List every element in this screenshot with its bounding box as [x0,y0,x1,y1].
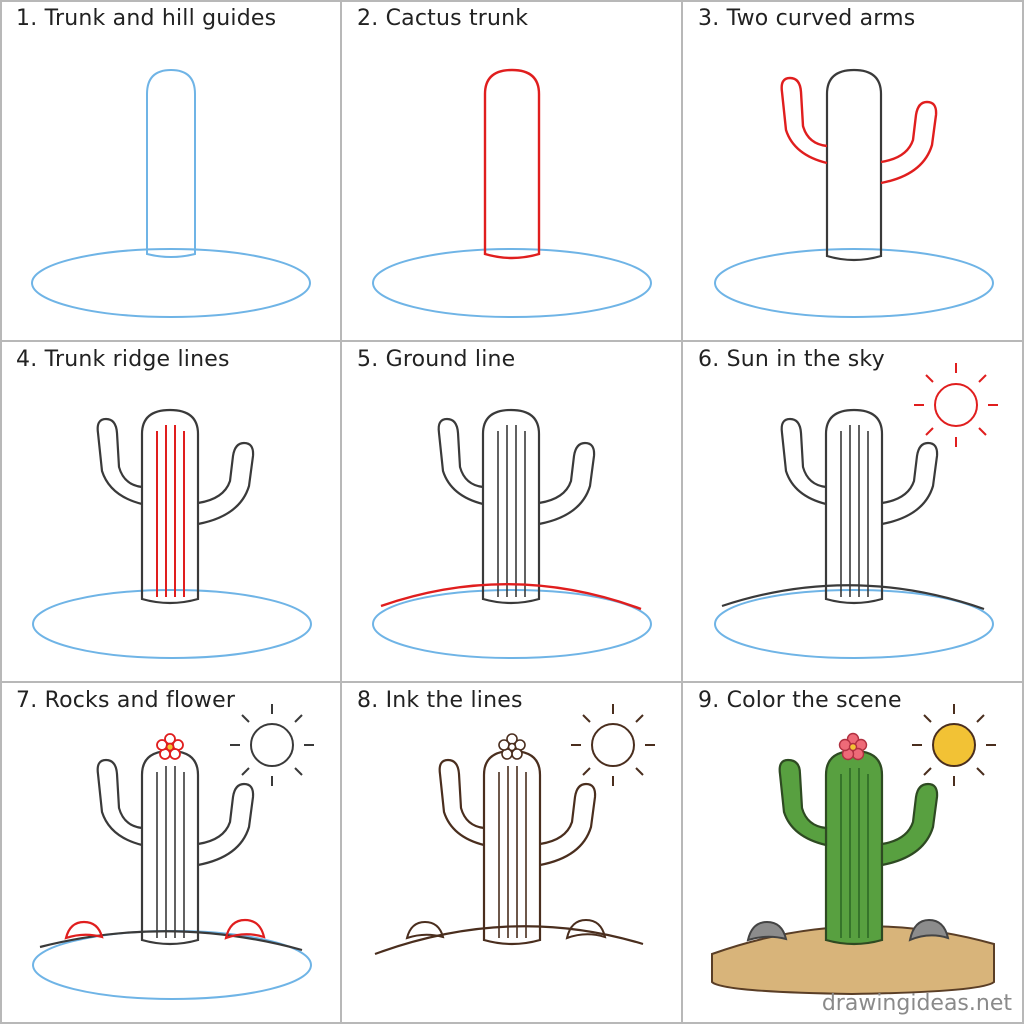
trunk-ridge-lines [497,425,526,597]
rock-icon [746,920,788,942]
trunk-ridge-lines [156,766,185,938]
cactus-trunk [825,68,883,262]
step-panel-3: 3. Two curved arms [682,0,1023,341]
trunk-ridge-lines [156,425,185,597]
step-panel-2: 2. Cactus trunk [341,0,682,341]
step-title-3: 3. Two curved arms [698,6,916,31]
step-2-drawing [372,68,652,318]
cactus-trunk [824,749,884,946]
step-panel-8: 8. Ink the lines [341,682,682,1023]
cactus-trunk [140,408,200,605]
step-panel-1: 1. Trunk and hill guides [0,0,341,341]
flower-icon [156,733,184,760]
step-panel-9: 9. Color the scene [682,682,1023,1023]
rock-icon [224,918,266,940]
step-title-6: 6. Sun in the sky [698,347,885,372]
cactus-trunk [824,408,884,605]
step-title-7: 7. Rocks and flower [16,688,236,713]
rock-icon [405,920,445,940]
step-1-drawing [31,68,311,318]
left-arm [780,417,827,506]
step-8-drawing [374,704,655,956]
step-title-1: 1. Trunk and hill guides [16,6,277,31]
left-arm [778,758,828,847]
right-arm [880,100,938,185]
left-arm [438,758,485,847]
cactus-trunk [140,749,200,946]
step-title-5: 5. Ground line [357,347,516,372]
trunk-ridge-lines [840,425,869,597]
sun-icon [571,704,655,786]
right-arm [197,441,255,526]
step-3-drawing [714,68,994,318]
right-arm [880,782,939,867]
cactus-trunk [483,68,541,260]
ground-line [721,584,985,611]
step-4-drawing [32,408,312,659]
step-panel-4: 4. Trunk ridge lines [0,341,341,682]
step-title-2: 2. Cactus trunk [357,6,529,31]
trunk-guide [146,68,196,258]
hill-guide-ellipse [372,589,652,659]
right-arm [197,782,255,867]
right-arm [881,441,939,526]
trunk-ridge-lines [498,766,527,938]
left-arm [96,758,143,847]
left-arm [437,417,484,506]
step-7-drawing [32,704,314,1000]
rock-icon [64,920,104,940]
cactus-trunk [482,749,542,946]
step-9-drawing [711,704,996,996]
hill-guide-ellipse [32,589,312,659]
left-arm [780,76,828,165]
step-panel-6: 6. Sun in the sky [682,341,1023,682]
step-5-drawing [372,408,652,659]
flower-icon [838,732,868,761]
step-title-8: 8. Ink the lines [357,688,523,713]
step-panel-7: 7. Rocks and flower [0,682,341,1023]
sun-icon [912,704,996,786]
step-title-9: 9. Color the scene [698,688,902,713]
step-panel-5: 5. Ground line [341,341,682,682]
watermark: drawingideas.net [821,991,1012,1016]
flower-icon [498,733,526,760]
step-title-4: 4. Trunk ridge lines [16,347,230,372]
left-arm [96,417,143,506]
cactus-trunk [481,408,541,605]
sun-icon [914,363,998,447]
hill-guide-ellipse [714,589,994,659]
sun-icon [230,704,314,786]
ground-line [380,583,642,611]
right-arm [539,782,597,867]
hill-guide-ellipse [31,248,311,318]
step-6-drawing [714,363,998,659]
right-arm [538,441,596,526]
